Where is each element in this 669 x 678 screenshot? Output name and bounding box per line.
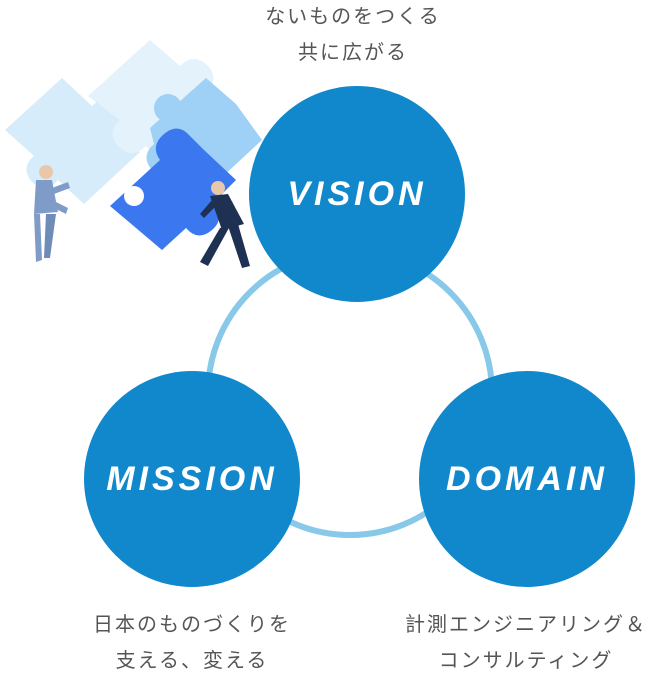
- mission-circle: MISSION: [84, 371, 300, 587]
- puzzle-piece-icon: [110, 128, 236, 250]
- domain-caption-line-2: コンサルティング: [438, 648, 614, 672]
- domain-label: DOMAIN: [446, 459, 608, 498]
- mission-caption-line-1: 日本のものづくりを: [93, 612, 291, 636]
- vision-label: VISION: [287, 174, 427, 213]
- vision-caption: ないものをつくる 共に広がる: [233, 0, 473, 70]
- mission-caption: 日本のものづくりを 支える、変える: [62, 606, 322, 678]
- person-icon: [200, 181, 250, 268]
- vision-caption-line-2: 共に広がる: [298, 40, 408, 64]
- puzzle-illustration: [5, 40, 262, 268]
- mission-label: MISSION: [106, 459, 278, 498]
- domain-caption: 計測エンジニアリング＆ コンサルティング: [384, 606, 668, 678]
- vision-circle: VISION: [249, 86, 465, 302]
- mission-caption-line-2: 支える、変える: [115, 648, 269, 672]
- person-icon: [34, 165, 70, 262]
- vision-caption-line-1: ないものをつくる: [265, 4, 441, 28]
- domain-caption-line-1: 計測エンジニアリング＆: [405, 612, 647, 636]
- domain-circle: DOMAIN: [419, 371, 635, 587]
